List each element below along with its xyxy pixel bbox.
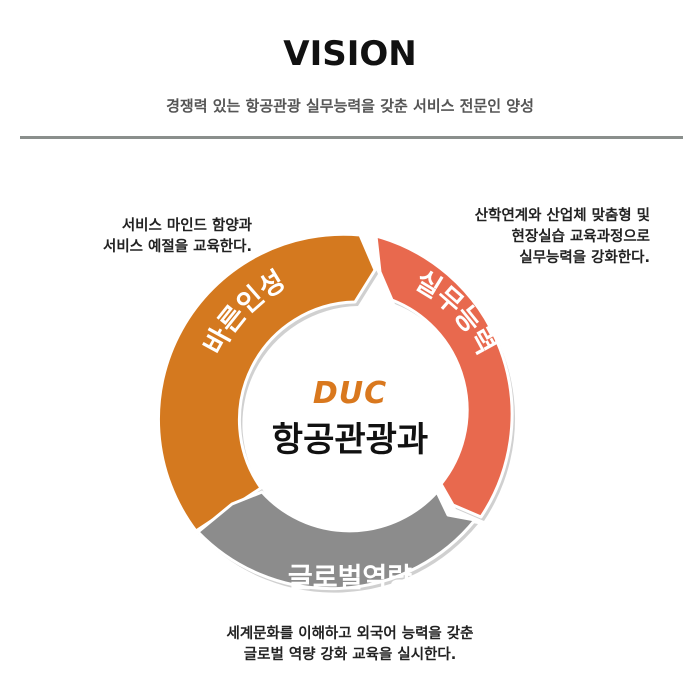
divider xyxy=(20,136,683,139)
note-global-line: 세계문화를 이해하고 외국어 능력을 갖춘 xyxy=(226,626,474,642)
note-global: 세계문화를 이해하고 외국어 능력을 갖춘 글로벌 역량 강화 교육을 실시한다… xyxy=(150,624,550,666)
segment-practical xyxy=(374,234,514,519)
page-subtitle: 경쟁력 있는 항공관광 실무능력을 갖춘 서비스 전문인 양성 xyxy=(166,97,534,115)
page-title: VISION xyxy=(283,34,417,74)
segment-label-global: 글로벌역량 xyxy=(288,563,412,594)
note-character-line: 서비스 마인드 함양과 xyxy=(121,218,252,234)
note-practical-line: 현장실습 교육과정으로 xyxy=(511,229,650,245)
segment-global xyxy=(196,490,477,591)
duc-logo: DUC xyxy=(312,376,388,411)
note-global-line: 글로벌 역량 강화 교육을 실시한다. xyxy=(243,647,457,663)
segment-character xyxy=(156,232,377,533)
note-practical: 산학연계와 산업체 맞춤형 및 현장실습 교육과정으로 실무능력을 강화한다. xyxy=(395,206,650,269)
note-character-line: 서비스 예절을 교육한다. xyxy=(102,239,252,255)
note-practical-line: 실무능력을 강화한다. xyxy=(519,250,650,266)
note-practical-line: 산학연계와 산업체 맞춤형 및 xyxy=(474,208,650,224)
note-character: 서비스 마인드 함양과 서비스 예절을 교육한다. xyxy=(60,216,252,258)
center-title: 항공관광과 xyxy=(271,420,429,460)
